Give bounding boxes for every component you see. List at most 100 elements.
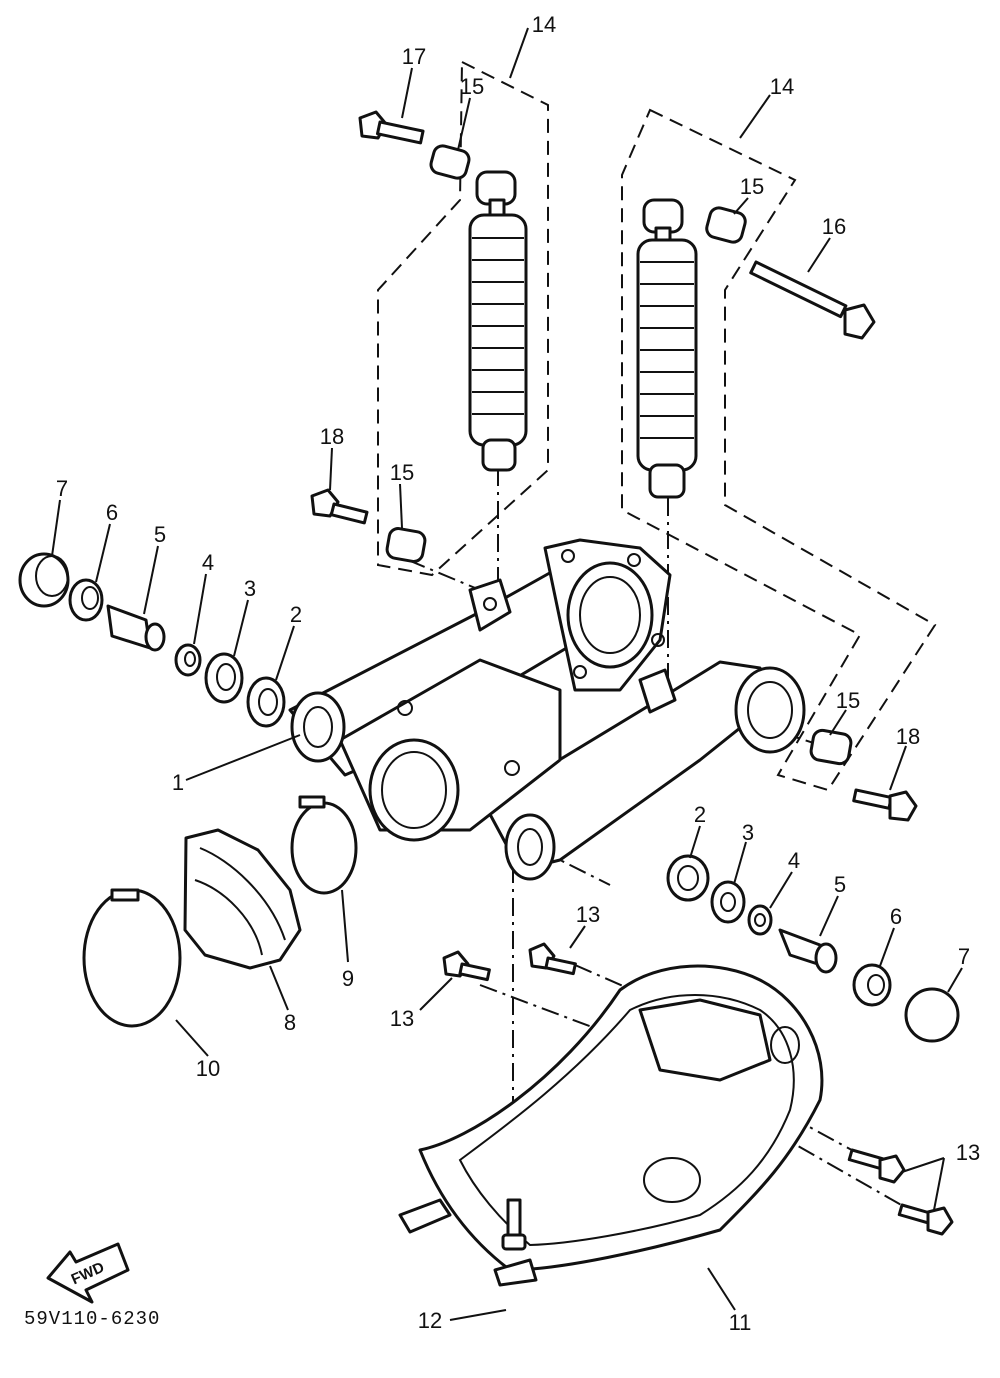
leader-18a bbox=[329, 447, 333, 491]
leader-1 bbox=[185, 734, 301, 781]
callout-3a: 3 bbox=[244, 576, 256, 601]
bearing-6-right bbox=[852, 963, 892, 1007]
skid-plate-11 bbox=[398, 964, 824, 1287]
clamp-9 bbox=[290, 795, 358, 895]
callout-1: 1 bbox=[172, 770, 184, 795]
callout-4b: 4 bbox=[788, 848, 800, 873]
leader-10 bbox=[175, 1019, 209, 1057]
collar-5-right bbox=[778, 928, 838, 974]
leader-13a bbox=[569, 925, 586, 949]
bushing-15d bbox=[809, 728, 853, 766]
callout-2a: 2 bbox=[290, 602, 302, 627]
bolt-13c bbox=[847, 1148, 906, 1184]
callout-8: 8 bbox=[284, 1010, 296, 1035]
callout-7b: 7 bbox=[958, 944, 970, 969]
leader-17 bbox=[401, 67, 413, 119]
leader-2a bbox=[275, 625, 295, 681]
leader-6a bbox=[95, 523, 111, 583]
centerline-bush-left bbox=[407, 559, 481, 591]
callout-6a: 6 bbox=[106, 500, 118, 525]
leader-13c bbox=[901, 1157, 945, 1173]
leader-7b bbox=[947, 967, 963, 993]
callout-14a: 14 bbox=[532, 12, 556, 37]
bearing-2-right bbox=[666, 854, 710, 902]
leader-14a bbox=[509, 27, 529, 79]
leader-7a bbox=[51, 499, 61, 557]
callout-15a: 15 bbox=[460, 74, 484, 99]
leader-2b bbox=[689, 825, 701, 859]
boot-8 bbox=[183, 828, 302, 970]
washer-4-left bbox=[174, 643, 202, 677]
clamp-10 bbox=[82, 888, 182, 1028]
bolt-13d bbox=[897, 1203, 954, 1236]
kit-boundary-right bbox=[621, 108, 937, 792]
bolt-18-upper bbox=[310, 488, 369, 525]
callout-15c: 15 bbox=[390, 460, 414, 485]
callout-4a: 4 bbox=[202, 550, 214, 575]
leader-3a bbox=[233, 599, 249, 657]
callout-18b: 18 bbox=[896, 724, 920, 749]
bolt-13a bbox=[442, 950, 491, 982]
swingarm bbox=[288, 538, 806, 881]
callout-14b: 14 bbox=[770, 74, 794, 99]
bolt-16 bbox=[749, 260, 876, 340]
bearing-2-left bbox=[246, 676, 286, 728]
bolt-13b bbox=[528, 942, 577, 976]
shock-absorber-left bbox=[468, 170, 528, 472]
leader-18b bbox=[889, 745, 907, 791]
callout-13a: 13 bbox=[576, 902, 600, 927]
collar-5-left bbox=[106, 604, 166, 652]
forward-arrow: FWD bbox=[46, 1242, 130, 1304]
callout-13b: 13 bbox=[390, 1006, 414, 1031]
bushing-15c bbox=[385, 527, 427, 563]
leader-15d bbox=[829, 709, 847, 736]
callout-15b: 15 bbox=[740, 174, 764, 199]
bearing-6-left bbox=[68, 578, 104, 622]
callout-6b: 6 bbox=[890, 904, 902, 929]
callout-18a: 18 bbox=[320, 424, 344, 449]
callout-2b: 2 bbox=[694, 802, 706, 827]
leader-13d bbox=[933, 1157, 945, 1211]
leader-4a bbox=[193, 573, 207, 645]
seal-3-left bbox=[204, 652, 244, 704]
leader-12 bbox=[449, 1309, 507, 1321]
bushing-15a bbox=[429, 144, 471, 180]
drawing-code: 59V110-6230 bbox=[24, 1308, 160, 1330]
leader-8 bbox=[269, 965, 289, 1011]
bolt-12 bbox=[501, 1198, 527, 1251]
leader-3b bbox=[733, 841, 747, 885]
kit-boundary-left bbox=[377, 60, 549, 577]
leader-15b bbox=[733, 197, 749, 215]
leader-5b bbox=[819, 895, 839, 937]
leader-6b bbox=[879, 927, 895, 967]
callout-7a: 7 bbox=[56, 476, 68, 501]
leader-15a bbox=[457, 97, 471, 151]
seal-3-right bbox=[710, 880, 746, 924]
leader-11 bbox=[707, 1267, 736, 1311]
callout-9: 9 bbox=[342, 966, 354, 991]
bolt-17 bbox=[358, 110, 425, 145]
washer-4-right bbox=[747, 904, 773, 936]
callout-11: 11 bbox=[729, 1310, 752, 1335]
leader-13b bbox=[419, 977, 453, 1011]
callout-13c: 13 bbox=[956, 1140, 980, 1165]
leader-14b bbox=[739, 94, 771, 139]
bushing-15b bbox=[705, 206, 747, 244]
callout-10: 10 bbox=[196, 1056, 220, 1081]
leader-9 bbox=[341, 889, 349, 963]
cap-7-left bbox=[18, 552, 70, 608]
callout-5a: 5 bbox=[154, 522, 166, 547]
leader-5a bbox=[143, 545, 159, 615]
callout-16: 16 bbox=[822, 214, 846, 239]
shock-absorber-right bbox=[636, 198, 698, 499]
leader-16 bbox=[807, 237, 831, 273]
cap-7-right bbox=[904, 987, 960, 1043]
leader-15c bbox=[399, 483, 403, 529]
leader-4b bbox=[769, 871, 793, 909]
callout-3b: 3 bbox=[742, 820, 754, 845]
callout-15d: 15 bbox=[836, 688, 860, 713]
callout-12: 12 bbox=[418, 1308, 442, 1333]
callout-17: 17 bbox=[402, 44, 426, 69]
